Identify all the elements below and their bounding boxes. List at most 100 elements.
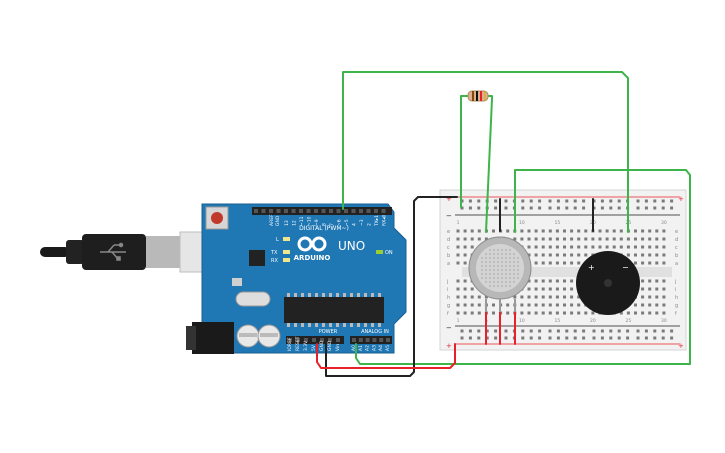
breadboard-hole[interactable] bbox=[541, 311, 545, 315]
rail-hole[interactable] bbox=[600, 329, 604, 333]
breadboard-hole[interactable] bbox=[541, 303, 545, 307]
breadboard-hole[interactable] bbox=[541, 295, 545, 299]
breadboard-hole[interactable] bbox=[463, 287, 467, 291]
digital-pin-hole[interactable] bbox=[269, 209, 273, 213]
analog-pin-hole[interactable] bbox=[352, 338, 356, 342]
rail-hole[interactable] bbox=[521, 206, 525, 210]
digital-pin-hole[interactable] bbox=[254, 209, 258, 213]
rail-hole[interactable] bbox=[494, 329, 498, 333]
breadboard-hole[interactable] bbox=[456, 253, 460, 257]
breadboard-hole[interactable] bbox=[648, 253, 652, 257]
gas-sensor[interactable] bbox=[468, 236, 532, 312]
breadboard-hole[interactable] bbox=[506, 303, 510, 307]
rail-hole[interactable] bbox=[636, 336, 640, 340]
breadboard-hole[interactable] bbox=[598, 229, 602, 233]
power-jack[interactable] bbox=[192, 322, 234, 354]
breadboard-hole[interactable] bbox=[527, 287, 531, 291]
breadboard-hole[interactable] bbox=[570, 229, 574, 233]
power-pin-hole[interactable] bbox=[336, 338, 340, 342]
breadboard-hole[interactable] bbox=[591, 311, 595, 315]
wire-sensor-to-analog[interactable] bbox=[355, 169, 691, 365]
digital-pin-hole[interactable] bbox=[336, 209, 341, 213]
breadboard-hole[interactable] bbox=[548, 303, 552, 307]
breadboard-hole[interactable] bbox=[470, 287, 474, 291]
breadboard-hole[interactable] bbox=[534, 229, 538, 233]
breadboard-hole[interactable] bbox=[662, 311, 666, 315]
breadboard-hole[interactable] bbox=[662, 261, 666, 265]
rail-hole[interactable] bbox=[592, 336, 596, 340]
digital-pin-hole[interactable] bbox=[374, 209, 378, 213]
breadboard-hole[interactable] bbox=[527, 253, 531, 257]
rail-hole[interactable] bbox=[653, 329, 657, 333]
breadboard-hole[interactable] bbox=[570, 261, 574, 265]
breadboard-hole[interactable] bbox=[492, 229, 495, 233]
wire-resistor-right[interactable] bbox=[485, 95, 493, 233]
breadboard-hole[interactable] bbox=[527, 245, 531, 249]
rail-hole[interactable] bbox=[626, 336, 630, 340]
rail-hole[interactable] bbox=[592, 329, 596, 333]
breadboard-hole[interactable] bbox=[570, 237, 574, 241]
rail-hole[interactable] bbox=[582, 206, 586, 210]
piezo-buzzer[interactable]: + − bbox=[576, 251, 640, 315]
breadboard-hole[interactable] bbox=[470, 295, 474, 299]
breadboard-hole[interactable] bbox=[619, 245, 623, 249]
breadboard-hole[interactable] bbox=[484, 295, 488, 299]
rail-hole[interactable] bbox=[504, 336, 508, 340]
rail-hole[interactable] bbox=[556, 199, 560, 203]
rail-hole[interactable] bbox=[670, 199, 674, 203]
breadboard-hole[interactable] bbox=[477, 237, 481, 241]
breadboard-hole[interactable] bbox=[534, 245, 538, 249]
rail-hole[interactable] bbox=[661, 206, 665, 210]
rail-hole[interactable] bbox=[636, 329, 640, 333]
breadboard-hole[interactable] bbox=[555, 311, 559, 315]
breadboard-hole[interactable] bbox=[563, 229, 566, 233]
breadboard-hole[interactable] bbox=[527, 295, 531, 299]
breadboard-hole[interactable] bbox=[506, 229, 510, 233]
breadboard-hole[interactable] bbox=[577, 295, 581, 299]
breadboard-hole[interactable] bbox=[598, 245, 602, 249]
breadboard-hole[interactable] bbox=[463, 295, 467, 299]
rail-hole[interactable] bbox=[609, 206, 613, 210]
breadboard-hole[interactable] bbox=[648, 287, 652, 291]
breadboard-hole[interactable] bbox=[612, 245, 616, 249]
breadboard-hole[interactable] bbox=[534, 279, 538, 283]
rail-hole[interactable] bbox=[644, 199, 648, 203]
breadboard-hole[interactable] bbox=[563, 287, 566, 291]
power-pin-hole[interactable] bbox=[328, 338, 332, 342]
breadboard-hole[interactable] bbox=[626, 237, 630, 241]
breadboard-hole[interactable] bbox=[641, 229, 645, 233]
rail-hole[interactable] bbox=[521, 199, 525, 203]
breadboard-hole[interactable] bbox=[641, 311, 645, 315]
breadboard-hole[interactable] bbox=[619, 229, 623, 233]
analog-pin-header[interactable] bbox=[350, 336, 392, 344]
rail-hole[interactable] bbox=[600, 199, 604, 203]
breadboard-hole[interactable] bbox=[470, 229, 474, 233]
rail-hole[interactable] bbox=[573, 336, 577, 340]
rail-hole[interactable] bbox=[670, 206, 674, 210]
rail-hole[interactable] bbox=[460, 336, 464, 340]
breadboard-hole[interactable] bbox=[584, 245, 588, 249]
analog-pin-hole[interactable] bbox=[358, 338, 363, 342]
rail-hole[interactable] bbox=[460, 329, 464, 333]
breadboard-hole[interactable] bbox=[655, 295, 659, 299]
breadboard-hole[interactable] bbox=[577, 261, 581, 265]
breadboard-hole[interactable] bbox=[456, 245, 460, 249]
breadboard-hole[interactable] bbox=[634, 237, 637, 241]
power-pin-hole[interactable] bbox=[320, 338, 324, 342]
rail-hole[interactable] bbox=[538, 206, 542, 210]
rail-hole[interactable] bbox=[529, 206, 533, 210]
breadboard-hole[interactable] bbox=[555, 237, 559, 241]
breadboard-hole[interactable] bbox=[634, 303, 637, 307]
analog-pin-hole[interactable] bbox=[365, 338, 370, 342]
breadboard-hole[interactable] bbox=[463, 261, 467, 265]
breadboard-hole[interactable] bbox=[662, 287, 666, 291]
breadboard-hole[interactable] bbox=[484, 237, 488, 241]
breadboard-hole[interactable] bbox=[662, 229, 666, 233]
breadboard-hole[interactable] bbox=[577, 245, 581, 249]
breadboard-hole[interactable] bbox=[520, 311, 524, 315]
rail-hole[interactable] bbox=[468, 206, 472, 210]
rail-hole[interactable] bbox=[485, 336, 489, 340]
breadboard-hole[interactable] bbox=[570, 287, 574, 291]
breadboard-hole[interactable] bbox=[634, 311, 637, 315]
breadboard-hole[interactable] bbox=[541, 237, 545, 241]
